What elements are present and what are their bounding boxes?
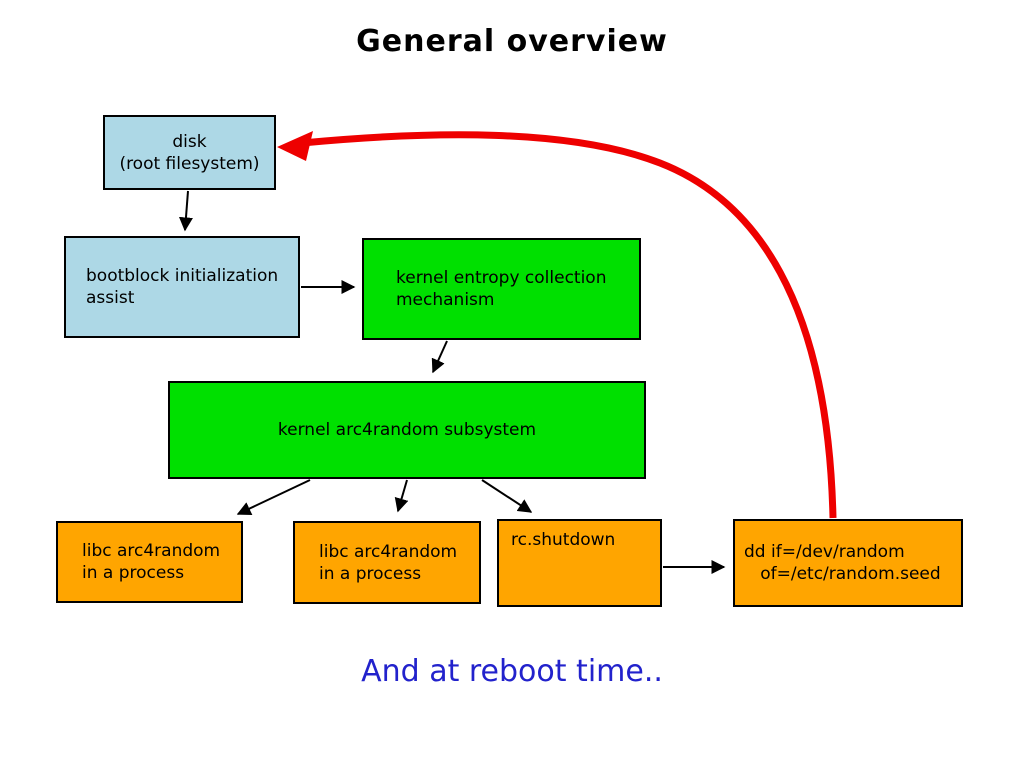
node-dd-random-seed: dd if=/dev/random of=/etc/random.seed [733, 519, 963, 607]
node-kernel-entropy-collection: kernel entropy collection mechanism [362, 238, 641, 340]
node-rcshutdown-label: rc.shutdown [511, 530, 616, 550]
node-arc4-label: kernel arc4random subsystem [277, 420, 537, 440]
node-libc1-label: libc arc4random in a process [82, 541, 221, 583]
red-arrowhead-icon [277, 131, 313, 161]
node-libc2-label: libc arc4random in a process [319, 541, 458, 584]
arrow-disk-to-bootblock [178, 190, 193, 232]
node-disk: disk (root filesystem) [103, 115, 276, 190]
arrow-arc4-to-libc2 [394, 479, 409, 513]
annotation-reboot-time: And at reboot time.. [361, 654, 663, 689]
slide-title: General overview [356, 24, 668, 59]
node-libc-arc4random-1: libc arc4random in a process [56, 521, 243, 603]
node-bootblock-initialization-assist: bootblock initialization assist [64, 236, 300, 338]
node-kernel-arc4random-subsystem: kernel arc4random subsystem [168, 381, 646, 479]
node-rc-shutdown: rc.shutdown [497, 519, 662, 607]
node-dd-label: dd if=/dev/random of=/etc/random.seed [744, 542, 941, 584]
node-disk-label: disk (root filesystem) [119, 131, 260, 174]
arrow-entropy-to-arc4 [431, 340, 448, 374]
node-bootblock-label: bootblock initialization assist [86, 266, 279, 308]
node-libc-arc4random-2: libc arc4random in a process [293, 521, 481, 604]
arrow-arc4-to-libc1 [236, 479, 311, 515]
arrow-arc4-to-rcshutdown [481, 479, 533, 513]
node-entropy-label: kernel entropy collection mechanism [396, 268, 607, 310]
